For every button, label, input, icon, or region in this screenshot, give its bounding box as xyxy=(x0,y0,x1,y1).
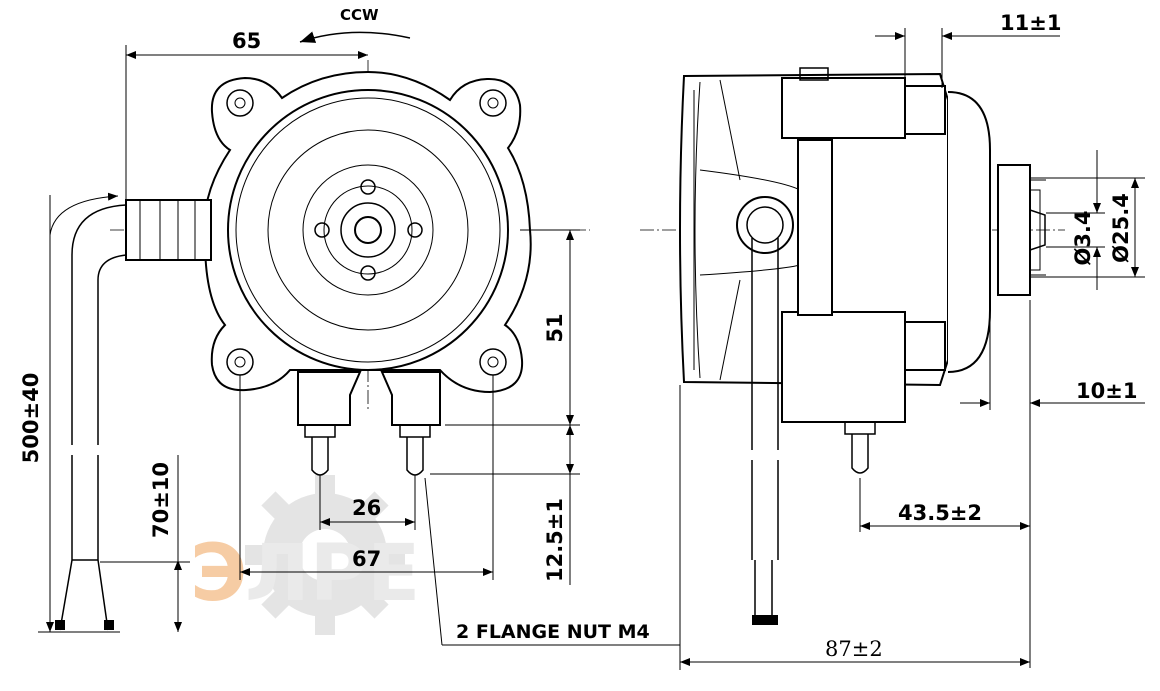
dim-43-5-label: 43.5±2 xyxy=(898,501,982,525)
dim-11: 11±1 xyxy=(875,11,1061,88)
dim-43-5: 43.5±2 xyxy=(859,300,1031,668)
rotation-label: CCW xyxy=(340,6,379,24)
dim-12-5: 12.5±1 xyxy=(430,425,580,585)
dim-d3-4: Ø3.4 xyxy=(1046,150,1105,290)
dim-26: 26 xyxy=(319,475,416,530)
watermark-logo: Э ЛРЕ xyxy=(190,475,420,635)
rotation-indicator: CCW xyxy=(299,6,411,43)
dim-65: 65 xyxy=(125,29,368,200)
dim-10: 10±1 xyxy=(960,300,1145,410)
dim-10-label: 10±1 xyxy=(1076,379,1137,403)
side-view xyxy=(640,67,1065,625)
dim-d25-4-label: Ø25.4 xyxy=(1109,193,1133,263)
dim-51: 51 xyxy=(445,229,580,426)
dim-26-label: 26 xyxy=(352,496,381,520)
dim-500-label: 500±40 xyxy=(19,373,43,464)
dim-12-5-label: 12.5±1 xyxy=(543,498,567,582)
dim-70-label: 70±10 xyxy=(149,462,173,538)
mount-hole-tr xyxy=(479,89,507,117)
dim-d3-4-label: Ø3.4 xyxy=(1071,210,1095,265)
front-view xyxy=(55,60,590,631)
dim-67-label: 67 xyxy=(352,547,381,571)
dim-51-label: 51 xyxy=(543,313,567,342)
dim-500: 500±40 xyxy=(19,192,120,633)
mount-hole-tl xyxy=(226,89,254,117)
svg-text:Э: Э xyxy=(190,529,247,619)
dim-67: 67 xyxy=(239,375,494,580)
dim-70: 70±10 xyxy=(100,455,190,632)
dim-87: 87±2 xyxy=(679,385,1030,670)
dim-11-label: 11±1 xyxy=(1000,11,1061,35)
dim-d25-4: Ø25.4 xyxy=(1030,177,1145,278)
dim-65-label: 65 xyxy=(232,29,261,53)
flange-nut-note: 2 FLANGE NUT M4 xyxy=(424,477,680,646)
svg-text:ЛРЕ: ЛРЕ xyxy=(245,529,420,619)
dim-87-label: 87±2 xyxy=(825,637,883,661)
note-label: 2 FLANGE NUT M4 xyxy=(456,621,650,643)
